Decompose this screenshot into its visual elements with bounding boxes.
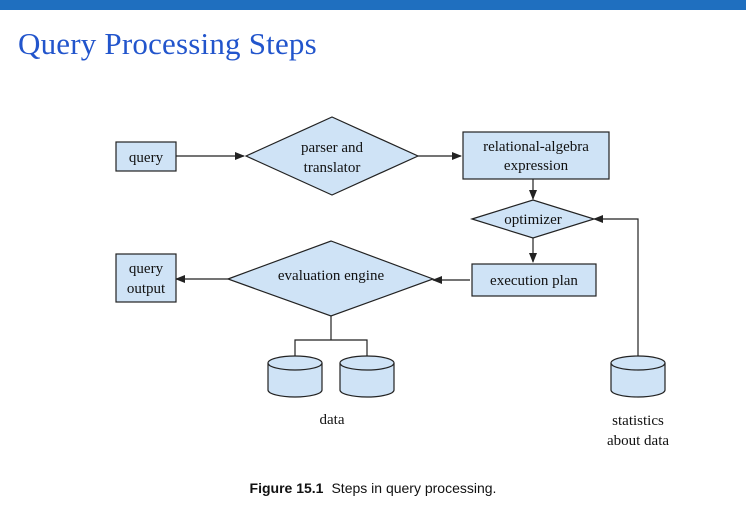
query-output-label-line2: output [127, 281, 166, 297]
evaluation-engine-label: evaluation engine [278, 268, 385, 284]
slide-title: Query Processing Steps [18, 26, 317, 61]
relational-algebra-box [462, 131, 610, 180]
caption-label: Figure 15.1 [249, 480, 324, 496]
data-label: data [320, 412, 345, 428]
data-cylinder-icon [267, 355, 323, 398]
statistics-label-line2: about data [607, 433, 669, 449]
top-accent-bar [0, 0, 746, 10]
parser-label-line2: translator [304, 160, 361, 176]
execution-plan-label: execution plan [490, 273, 578, 289]
relalg-label-line2: expression [504, 158, 569, 174]
optimizer-diamond [469, 199, 597, 239]
query-label: query [129, 150, 164, 166]
optimizer-label: optimizer [504, 212, 561, 228]
execution-plan-box [471, 263, 597, 297]
parser-label-line1: parser and [301, 140, 364, 156]
evaluation-engine-diamond [226, 240, 435, 317]
data-cylinder-icon [339, 355, 395, 398]
query-output-label-line1: query [129, 261, 164, 277]
query-box [115, 141, 177, 172]
parser-translator-diamond [244, 116, 420, 196]
relalg-label-line1: relational-algebra [483, 139, 589, 155]
query-output-box [115, 253, 177, 303]
arrow-stats-to-optimizer [593, 215, 639, 356]
statistics-cylinder-icon [610, 355, 666, 398]
connector-data-split [294, 339, 368, 356]
statistics-label-line1: statistics [612, 413, 664, 429]
figure-caption: Figure 15.1 Steps in query processing. [0, 480, 746, 496]
caption-text: Steps in query processing. [331, 480, 497, 496]
